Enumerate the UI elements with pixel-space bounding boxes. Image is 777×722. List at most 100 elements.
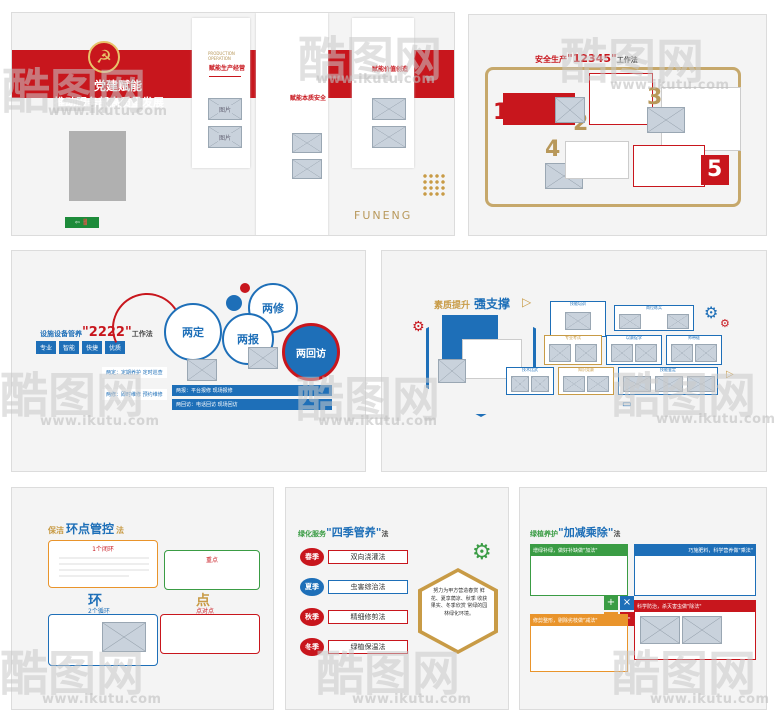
keypoint-label: 点对点 (196, 608, 215, 615)
photo (640, 616, 680, 644)
white-block (462, 339, 522, 379)
box-4: 以赛促学 (606, 335, 662, 365)
op-plus: + (604, 596, 618, 610)
ring2-label: 2个循环 (88, 608, 110, 615)
tag: 专业 (36, 341, 57, 354)
box-5: 师带徒 (666, 335, 722, 365)
season-badge: 夏季 (300, 578, 324, 596)
panel-cleaning: 保洁环点管控法 1个闭环 环 2个循环 重点 点 点对点 (11, 487, 274, 710)
hex-frame (426, 299, 536, 417)
season-row-4: 冬季 绿植保温法 (300, 638, 410, 656)
step-5-box (633, 145, 705, 187)
photo (438, 359, 466, 383)
circle-lianghuifang: 两回访 (282, 323, 340, 381)
box-1: 技能培训 (550, 301, 606, 337)
exit-sign: ⇦ 🚪 (65, 217, 99, 228)
panel6-title: 绿化服务"四季管养"法 (298, 526, 389, 539)
panel-four-seasons: 绿化服务"四季管养"法 春季 双向浇灌法 夏季 虫害综治法 秋季 精细修剪法 冬… (285, 487, 509, 710)
huan-label: 环 (88, 593, 102, 609)
gear-icon: ⚙ (472, 540, 492, 565)
quad-subtract: 修剪整形，剔除劣枝做"减法" (530, 614, 628, 672)
photo (647, 107, 685, 133)
season-row-1: 春季 双向浇灌法 (300, 548, 410, 566)
arrow-icon: ▷ (726, 369, 734, 380)
season-method: 双向浇灌法 (328, 550, 408, 564)
photo: 图片 (208, 98, 242, 120)
photo-large (69, 131, 126, 201)
photo: 图片 (208, 126, 242, 148)
photo (682, 616, 722, 644)
panel-plus-minus: 绿植养护"加减乘除"法 增绿补绿，做好补缺做"加法" 巧施肥料，科学营养做"乘法… (519, 487, 767, 710)
panel1-title2: 推动服务部高质量发展 (54, 96, 164, 109)
hex-text: 努力为甲方营造春赏 鲜花、夏享荫凉、秋季 收获果实、冬季欣赏 常绿的园林绿化环境… (430, 588, 488, 617)
panel-quality-improvement: 素质提升强支撑 ⚙ ▷ ⚙ ⚙ 技能培训 岗位练兵 专业考试 以赛促学 师带徒 … (381, 250, 767, 472)
gear-icon-small: ⚙ (720, 317, 730, 330)
season-method: 精细修剪法 (328, 610, 408, 624)
card-production: PRODUCTION OPERATION 赋能生产经营 图片 图片 (192, 18, 250, 168)
hammer-sickle-icon: ☭ (88, 41, 120, 73)
card-value: 赋能价值创造 (352, 18, 414, 168)
season-method: 绿植保温法 (328, 640, 408, 654)
step-5-red (701, 155, 729, 185)
tag: 智能 (59, 341, 80, 354)
quad-multiply: 巧施肥料，科学营养做"乘法" (634, 544, 756, 596)
box-2: 岗位练兵 (614, 305, 694, 331)
step-2-box (589, 73, 653, 125)
box-7: 知识竞赛 (558, 367, 614, 395)
info-row-2: 两报：平台报修 现场报修 (172, 385, 332, 396)
panel1-title1: 党建赋能 (94, 79, 143, 93)
screen-icon: ▷ (522, 295, 532, 309)
circle-liangding: 两定 (164, 303, 222, 361)
info-row-1: 两定：定期养护 定时巡查 (102, 367, 167, 378)
photo (292, 133, 322, 153)
photo (187, 359, 217, 381)
season-badge: 冬季 (300, 638, 324, 656)
monitor-icon: ▭ (622, 399, 632, 410)
photo (372, 126, 406, 148)
season-badge: 秋季 (300, 608, 324, 626)
photo (292, 159, 322, 179)
panel3-title: 设施设备管养"2222"工作法 (40, 325, 153, 340)
info-row-4: 两回访：电话回访 现场回访 (172, 399, 332, 410)
panel5-title: 保洁环点管控法 (48, 522, 125, 536)
tag-row: 专业 智能 快捷 优质 (36, 341, 126, 354)
photo (102, 622, 146, 652)
panel4-title: 素质提升强支撑 (434, 297, 511, 311)
box-3: 专业考试 (544, 335, 602, 365)
panel-safety-12345: 安全生产"12345"工作法 1 2 3 4 5 (468, 14, 767, 236)
ring1-box: 1个闭环 (48, 540, 158, 588)
op-multiply: × (620, 596, 634, 610)
photo (372, 98, 406, 120)
footer-text: FUNENG (354, 209, 413, 222)
panel-maintenance-2222: 设施设备管养"2222"工作法 专业 智能 快捷 优质 两定 两修 两报 两回访… (11, 250, 366, 472)
gear-icon-left: ⚙ (412, 319, 425, 335)
step-5-num: 5 (707, 157, 723, 182)
tag: 快捷 (82, 341, 103, 354)
keypoint-box (160, 614, 260, 654)
panel7-title: 绿植养护"加减乘除"法 (530, 526, 621, 539)
card-safety: 赋能本质安全 (256, 13, 328, 235)
key-box: 重点 (164, 550, 260, 590)
tag: 优质 (105, 341, 126, 354)
photo (248, 347, 278, 369)
season-row-2: 夏季 虫害综治法 (300, 578, 410, 596)
dian-label: 点 (196, 593, 210, 609)
photo (555, 97, 585, 123)
info-row-3: 两修：即时维修 预约维修 (102, 389, 167, 400)
step-4-box (565, 141, 629, 179)
box-6: 技术比武 (506, 367, 554, 395)
season-method: 虫害综治法 (328, 580, 408, 594)
season-row-3: 秋季 精细修剪法 (300, 608, 410, 626)
gear-icon-right: ⚙ (704, 303, 719, 322)
dot-grid (422, 173, 446, 197)
step-1-num: 1 (493, 100, 509, 125)
step-3-num: 3 (647, 85, 663, 110)
hexagon-inner (422, 572, 494, 650)
step-4-num: 4 (545, 137, 561, 162)
box-8: 技能鉴定 (618, 367, 718, 395)
circle-small-1 (226, 295, 242, 311)
panel2-title: 安全生产"12345"工作法 (535, 52, 638, 65)
circle-small-2 (240, 283, 250, 293)
season-badge: 春季 (300, 548, 324, 566)
panel-party-building: ☭ 党建赋能 推动服务部高质量发展 ⇦ 🚪 PRODUCTION OPERATI… (11, 12, 455, 236)
